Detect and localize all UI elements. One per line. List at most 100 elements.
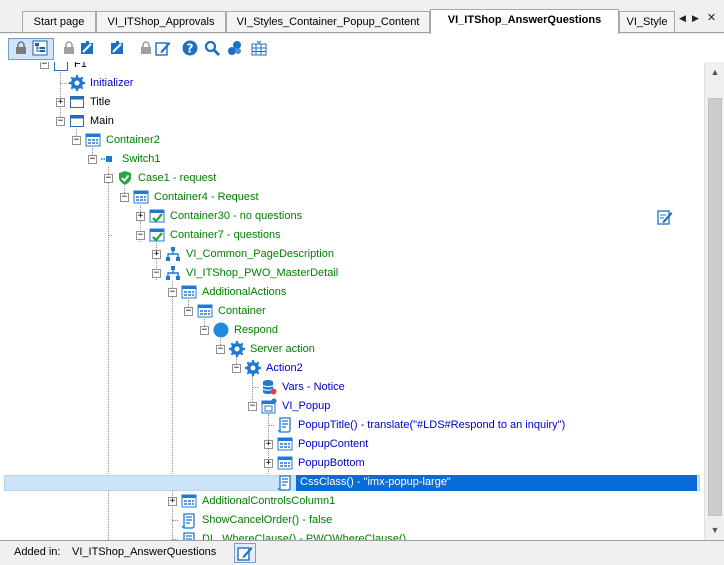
toolbar: ? <box>0 34 724 62</box>
container-check-icon <box>149 208 165 224</box>
tree-node-vars-notice[interactable]: Vars - Notice <box>282 381 345 393</box>
scrollbar-thumb[interactable] <box>708 98 722 516</box>
tree-node-switch1[interactable]: Switch1 <box>122 153 161 165</box>
lock-icon[interactable] <box>12 39 30 57</box>
button-circle-icon <box>213 322 229 338</box>
window-icon <box>69 113 85 129</box>
hierarchy-icon <box>165 265 181 281</box>
tree-node-vi-popup[interactable]: VI_Popup <box>282 400 331 412</box>
popup-icon <box>261 398 277 414</box>
switch-icon <box>101 151 117 167</box>
window-icon <box>69 94 85 110</box>
tree-node-container30-no-questions[interactable]: Container30 - no questions <box>170 210 303 222</box>
tree-node-popupcontent[interactable]: PopupContent <box>298 438 369 450</box>
collapse-toggle[interactable]: − <box>88 154 97 164</box>
tab-start-page[interactable]: Start page <box>22 11 96 33</box>
puzzle-alt-icon[interactable] <box>108 39 126 57</box>
tree-node-vi-itshop-pwo-masterdetail[interactable]: VI_ITShop_PWO_MasterDetail <box>186 267 339 279</box>
collapse-toggle[interactable]: − <box>104 173 113 183</box>
container-check-icon <box>149 227 165 243</box>
scroll-up-icon[interactable]: ▲ <box>710 67 720 77</box>
database-icon[interactable] <box>250 39 268 57</box>
expand-toggle[interactable]: + <box>168 496 177 506</box>
added-in-label: Added in: <box>14 546 61 558</box>
tree-view[interactable]: − F1 Initializer + Title − Main − Contai… <box>0 62 704 540</box>
collapse-toggle[interactable]: − <box>152 268 161 278</box>
container-icon <box>277 455 293 471</box>
tree-node-dl-whereclause[interactable]: DL_WhereClause() - PWOWhereClause() <box>202 533 407 540</box>
tree-node-additionalcontrolscolumn1[interactable]: AdditionalControlsColumn1 <box>202 495 336 507</box>
expand-toggle[interactable]: + <box>136 211 145 221</box>
tree-node-showcancelorder[interactable]: ShowCancelOrder() - false <box>202 514 333 526</box>
added-in-value: VI_ITShop_AnswerQuestions <box>72 546 217 558</box>
container-icon <box>181 284 197 300</box>
collapse-toggle[interactable]: − <box>216 344 225 354</box>
tab-scroll-left-icon[interactable]: ◀ <box>679 13 686 23</box>
case-check-icon <box>117 170 133 186</box>
tree-node-container2[interactable]: Container2 <box>106 134 160 146</box>
pencil-icon <box>237 547 253 561</box>
container-icon <box>133 189 149 205</box>
script-icon <box>277 417 293 433</box>
tree-node-popupbottom[interactable]: PopupBottom <box>298 457 365 469</box>
collapse-toggle[interactable]: − <box>248 401 257 411</box>
collapse-toggle[interactable]: − <box>200 325 209 335</box>
tree-node-server-action[interactable]: Server action <box>250 343 315 355</box>
script-icon <box>181 513 197 529</box>
tree-node-additionalactions[interactable]: AdditionalActions <box>202 286 287 298</box>
tree-node-vi-common-pagedescription[interactable]: VI_Common_PageDescription <box>186 248 334 260</box>
container-icon <box>277 436 293 452</box>
pencil-icon[interactable] <box>154 39 172 57</box>
tree-node-f1[interactable]: F1 <box>74 62 87 70</box>
close-icon[interactable]: ✕ <box>706 12 717 24</box>
variables-icon <box>261 379 277 395</box>
tab-vi-styles-container-popup-content[interactable]: VI_Styles_Container_Popup_Content <box>226 11 430 33</box>
tree-node-respond[interactable]: Respond <box>234 324 279 336</box>
expand-toggle[interactable]: + <box>56 97 65 107</box>
collapse-toggle[interactable]: − <box>40 62 49 69</box>
tree-node-popuptitle[interactable]: PopupTitle() - translate("#LDS#Respond t… <box>298 419 566 431</box>
pencil-lock-icon[interactable] <box>137 39 155 57</box>
edit-lock-icon[interactable] <box>60 39 78 57</box>
gear-icon <box>69 75 85 91</box>
expand-toggle[interactable]: + <box>264 439 273 449</box>
search-icon[interactable] <box>203 39 221 57</box>
collapse-toggle[interactable]: − <box>56 116 65 126</box>
components-icon[interactable] <box>226 39 244 57</box>
collapse-toggle[interactable]: − <box>168 287 177 297</box>
tab-scroll-right-icon[interactable]: ▶ <box>692 13 699 23</box>
tree-node-title[interactable]: Title <box>90 96 111 108</box>
container-icon <box>85 132 101 148</box>
collapse-toggle[interactable]: − <box>232 363 241 373</box>
container-icon <box>181 493 197 509</box>
tab-strip: Start page VI_ITShop_Approvals VI_Styles… <box>0 0 724 34</box>
tab-vi-style[interactable]: VI_Style <box>619 11 675 33</box>
tree-node-action2[interactable]: Action2 <box>266 362 303 374</box>
gear-icon <box>229 341 245 357</box>
edit-button[interactable] <box>234 543 256 563</box>
scroll-down-icon[interactable]: ▼ <box>710 525 720 535</box>
vertical-scrollbar[interactable]: ▲ ▼ <box>704 62 724 540</box>
collapse-toggle[interactable]: − <box>184 306 193 316</box>
tree-node-container7-questions[interactable]: Container7 - questions <box>170 229 281 241</box>
tab-vi-itshop-answerquestions[interactable]: VI_ITShop_AnswerQuestions <box>430 9 619 34</box>
expand-toggle[interactable]: + <box>152 249 161 259</box>
tree-node-initializer[interactable]: Initializer <box>90 77 134 89</box>
edit-note-icon[interactable] <box>657 209 673 225</box>
collapse-toggle[interactable]: − <box>72 135 81 145</box>
help-icon[interactable]: ? <box>181 39 199 57</box>
tree-node-case1-request[interactable]: Case1 - request <box>138 172 217 184</box>
container-icon <box>197 303 213 319</box>
puzzle-icon[interactable] <box>78 39 96 57</box>
expand-toggle[interactable]: + <box>264 458 273 468</box>
script-icon <box>181 532 197 540</box>
tree-node-cssclass-selected[interactable]: CssClass() - "imx-popup-large" <box>296 475 697 491</box>
tree-node-container4-request[interactable]: Container4 - Request <box>154 191 259 203</box>
tree-view-icon[interactable] <box>31 39 49 57</box>
tab-vi-itshop-approvals[interactable]: VI_ITShop_Approvals <box>96 11 226 33</box>
collapse-toggle[interactable]: − <box>136 230 145 240</box>
gear-icon <box>245 360 261 376</box>
tree-node-container[interactable]: Container <box>218 305 266 317</box>
collapse-toggle[interactable]: − <box>120 192 129 202</box>
tree-node-main[interactable]: Main <box>90 115 114 127</box>
